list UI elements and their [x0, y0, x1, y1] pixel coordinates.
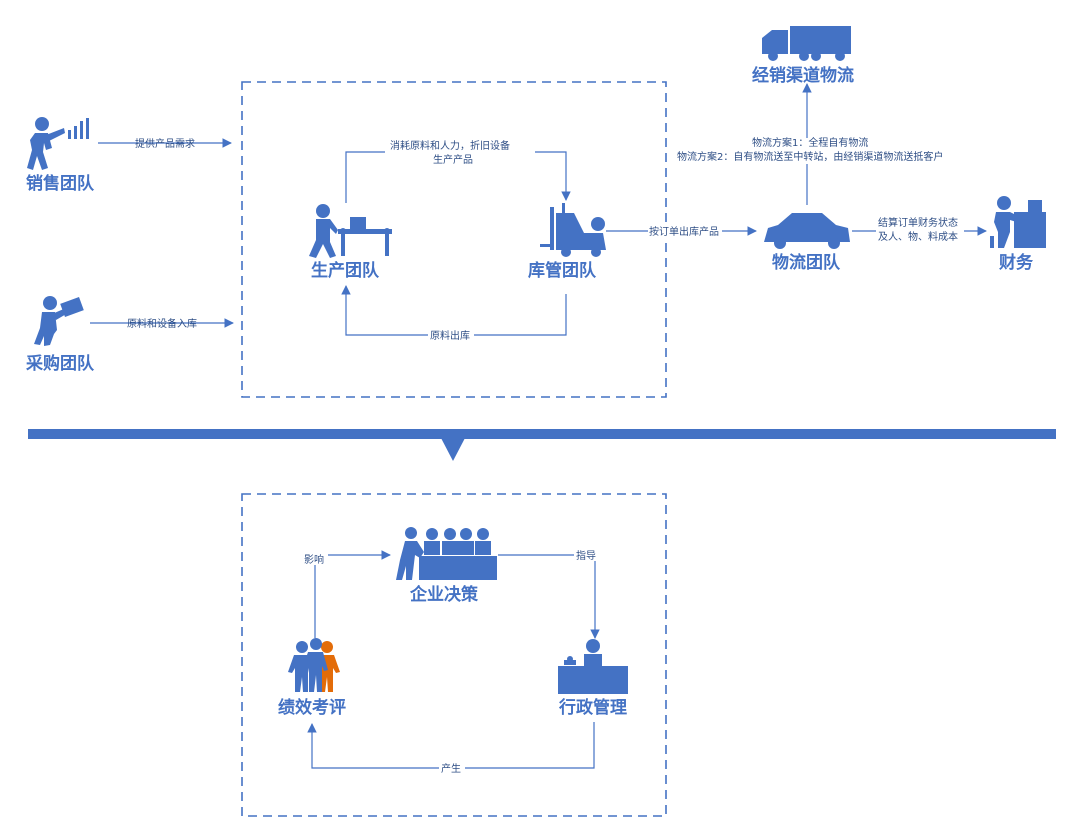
node-sales: 销售团队	[26, 173, 95, 194]
edge-material-out	[341, 285, 567, 336]
team-group-icon	[288, 638, 340, 692]
person-pointing-icon	[27, 117, 89, 170]
edge-logistics-plan-1: 物流方案1：全程自有物流	[752, 136, 868, 149]
edge-order-out-label: 按订单出库产品	[649, 225, 719, 238]
truck-icon	[762, 26, 851, 61]
edge-guide	[498, 554, 600, 639]
edge-produce	[307, 722, 595, 769]
edge-influence	[314, 550, 391, 638]
edge-consume-label-1: 消耗原料和人力，折旧设备	[390, 139, 510, 152]
edge-settle-label-2: 及人、物、料成本	[878, 230, 958, 243]
edge-sales-demand-label: 提供产品需求	[135, 137, 195, 150]
edge-purchase-in-label: 原料和设备入库	[127, 317, 197, 330]
edge-logistics-plan-2: 物流方案2：自有物流送至中转站，由经销渠道物流送抵客户	[677, 150, 943, 163]
edge-guide-label: 指导	[576, 549, 596, 562]
divider-pointer	[441, 438, 465, 461]
node-distribution: 经销渠道物流	[752, 65, 854, 86]
forklift-icon	[540, 203, 606, 257]
edge-influence-label: 影响	[304, 553, 324, 566]
node-admin: 行政管理	[558, 697, 627, 718]
node-performance: 绩效考评	[278, 697, 346, 718]
desk-worker-icon	[990, 196, 1046, 248]
node-logistics: 物流团队	[772, 252, 841, 273]
car-icon	[764, 213, 850, 249]
edge-settle-label-1: 结算订单财务状态	[878, 216, 958, 229]
top-dashed-frame	[241, 81, 667, 398]
person-carrying-icon	[34, 296, 84, 346]
reception-desk-icon	[558, 639, 628, 694]
node-finance: 财务	[998, 252, 1034, 273]
meeting-table-icon	[396, 527, 497, 580]
node-purchasing: 采购团队	[25, 353, 95, 374]
node-decision: 企业决策	[409, 584, 479, 605]
bottom-dashed-frame	[241, 493, 667, 817]
edge-consume-label-2: 生产产品	[433, 153, 473, 166]
node-warehouse: 库管团队	[528, 260, 597, 281]
node-production: 生产团队	[311, 260, 380, 281]
edge-material-out-label: 原料出库	[430, 329, 470, 342]
edge-produce-label: 产生	[441, 762, 461, 775]
section-divider	[28, 429, 1056, 439]
worker-conveyor-icon	[309, 204, 392, 258]
